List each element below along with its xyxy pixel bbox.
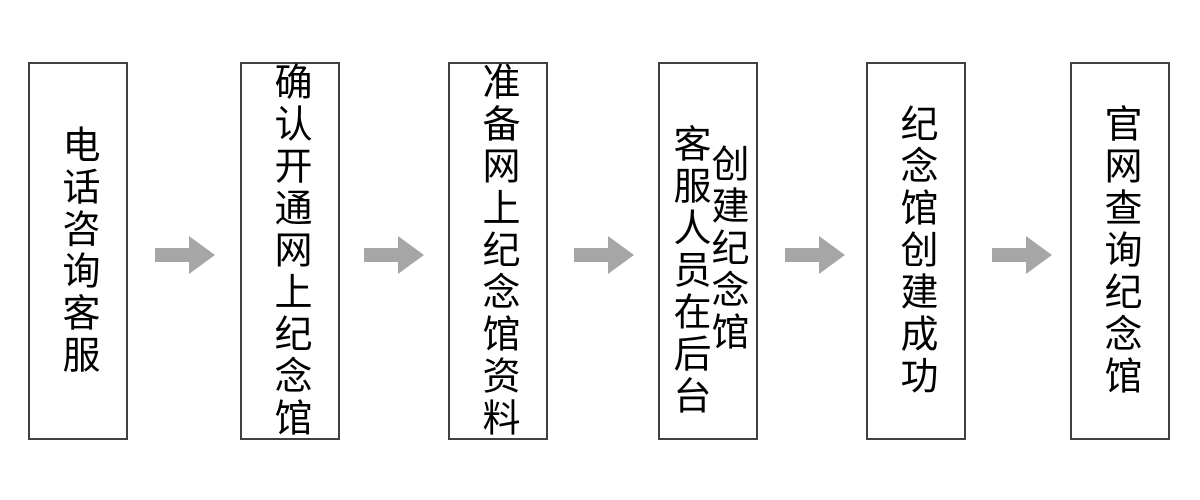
right-arrow-icon-4 [785, 236, 845, 274]
flow-node-step-3[interactable]: 准备网上纪念馆资料 [448, 62, 548, 440]
flow-node-label-step-2: 确认开通网上纪念馆 [268, 62, 312, 440]
right-arrow-icon-1 [155, 236, 215, 274]
flow-node-step-4[interactable]: 创建纪念馆 客服人员在后台 [658, 62, 758, 440]
flow-node-label-step-4-primary: 创建纪念馆 [705, 144, 749, 354]
flow-node-label-step-5: 纪念馆创建成功 [894, 104, 938, 398]
flow-node-step-6[interactable]: 官网查询纪念馆 [1070, 62, 1170, 440]
flow-node-label-step-1: 电话咨询客服 [56, 125, 100, 377]
flow-node-label-step-6: 官网查询纪念馆 [1098, 104, 1142, 398]
flow-node-step-5[interactable]: 纪念馆创建成功 [866, 62, 966, 440]
flow-node-step-2[interactable]: 确认开通网上纪念馆 [240, 62, 340, 440]
flow-node-step-1[interactable]: 电话咨询客服 [28, 62, 128, 440]
right-arrow-icon-2 [364, 236, 424, 274]
right-arrow-icon-3 [574, 236, 634, 274]
flow-node-label-step-3: 准备网上纪念馆资料 [476, 62, 520, 440]
right-arrow-icon-5 [992, 236, 1052, 274]
flow-node-label-step-4-secondary: 客服人员在后台 [667, 124, 711, 418]
